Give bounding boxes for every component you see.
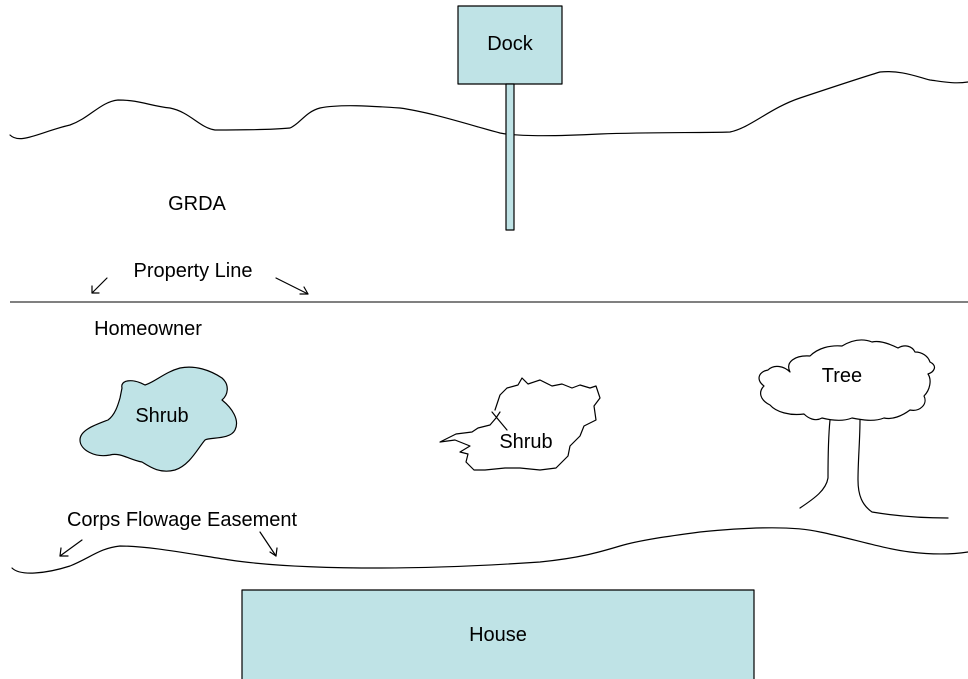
shrub-center-shape xyxy=(439,377,601,471)
property-line-arrow-right-shaft xyxy=(275,277,309,295)
house-box xyxy=(241,589,755,679)
easement-arrow-left-head xyxy=(59,547,69,557)
easement-arrow-left-shaft xyxy=(59,539,83,557)
house-label: House xyxy=(469,624,527,646)
homeowner-label: Homeowner xyxy=(94,318,202,340)
property-line-arrow-left-head xyxy=(91,285,100,294)
property-line-arrow-right-head xyxy=(299,286,309,295)
property-line-arrow-left-shaft xyxy=(91,277,108,294)
tree-label: Tree xyxy=(822,365,862,387)
dock-label: Dock xyxy=(487,33,534,55)
property-line-label: Property Line xyxy=(134,260,253,282)
shrub-center-label: Shrub xyxy=(499,431,552,453)
shoreline xyxy=(9,71,968,140)
corps-easement-label: Corps Flowage Easement xyxy=(67,509,298,531)
shrub-center-pointer xyxy=(491,411,508,431)
dock-pier xyxy=(505,83,515,231)
grda-label: GRDA xyxy=(168,193,226,215)
easement-arrow-right-head xyxy=(269,547,278,557)
easement-line xyxy=(11,527,968,574)
shrub-left-shape xyxy=(79,366,238,472)
tree-trunk xyxy=(799,419,949,519)
tree-crown xyxy=(758,339,936,421)
shrub-left-label: Shrub xyxy=(135,405,188,427)
easement-arrow-right-shaft xyxy=(259,531,277,557)
